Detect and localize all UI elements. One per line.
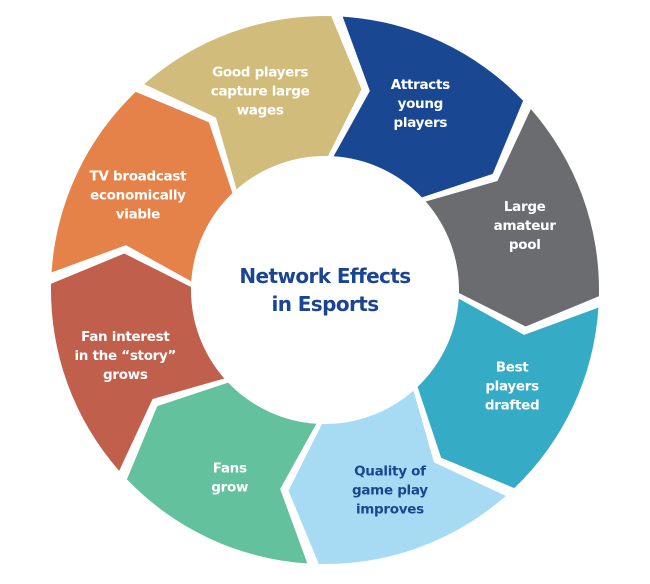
segment-good-players [144, 15, 362, 190]
segment-label-line: TV broadcast [90, 169, 188, 185]
center-title: Network Effects in Esports [239, 264, 411, 316]
segment-label-line: players [394, 115, 448, 131]
segment-label-line: Quality of [354, 464, 426, 480]
segment-label-line: game play [352, 483, 428, 499]
segment-label-line: viable [116, 207, 160, 223]
segment-label-line: Large [504, 199, 546, 215]
segment-fan-interest [50, 253, 225, 471]
segment-label-line: improves [356, 502, 424, 518]
segment-large-amateur [425, 109, 600, 327]
segment-label-attracts-young: Attracts young players [391, 77, 451, 131]
segment-label-line: drafted [485, 397, 539, 413]
segment-label-good-players: Good players capture large wages [211, 64, 310, 118]
segment-label-line: Fan interest [81, 329, 170, 345]
segment-label-quality-improves: Quality of game play improves [352, 464, 429, 518]
segment-label-line: wages [237, 102, 284, 118]
segment-label-fans-grow: Fans grow [211, 461, 248, 496]
segment-label-line: pool [509, 237, 541, 253]
segment-label-line: amateur [494, 218, 557, 234]
segment-label-line: players [485, 378, 539, 394]
segment-label-line: grow [211, 480, 248, 496]
segment-label-line: Attracts [391, 77, 450, 93]
segment-tv-broadcast [51, 91, 233, 282]
segment-label-line: economically [90, 188, 186, 204]
segment-label-fan-interest: Fan interest in the “story” grows [74, 329, 176, 383]
segment-attracts-young [333, 16, 524, 198]
segment-label-line: Fans [213, 461, 247, 477]
segment-label-line: in the “story” [74, 348, 176, 364]
segment-label-line: grows [103, 367, 148, 383]
segment-label-line: capture large [211, 83, 310, 99]
segment-label-line: young [398, 96, 443, 112]
center-title-line-1: Network Effects [239, 264, 410, 288]
segment-label-large-amateur: Large amateur pool [494, 199, 557, 253]
segment-label-line: Good players [212, 64, 308, 80]
cycle-labels: Good players capture large wages Attracts yo… [74, 64, 556, 517]
segment-label-best-drafted: Best players drafted [485, 359, 540, 413]
cycle-segments [50, 15, 600, 565]
center-title-line-2: in Esports [271, 292, 378, 316]
segment-fans-grow [126, 382, 317, 564]
segment-quality-improves [288, 390, 506, 565]
segment-best-drafted [417, 298, 599, 489]
segment-label-tv-broadcast: TV broadcast economically viable [90, 169, 188, 223]
segment-label-line: Best [496, 359, 530, 375]
